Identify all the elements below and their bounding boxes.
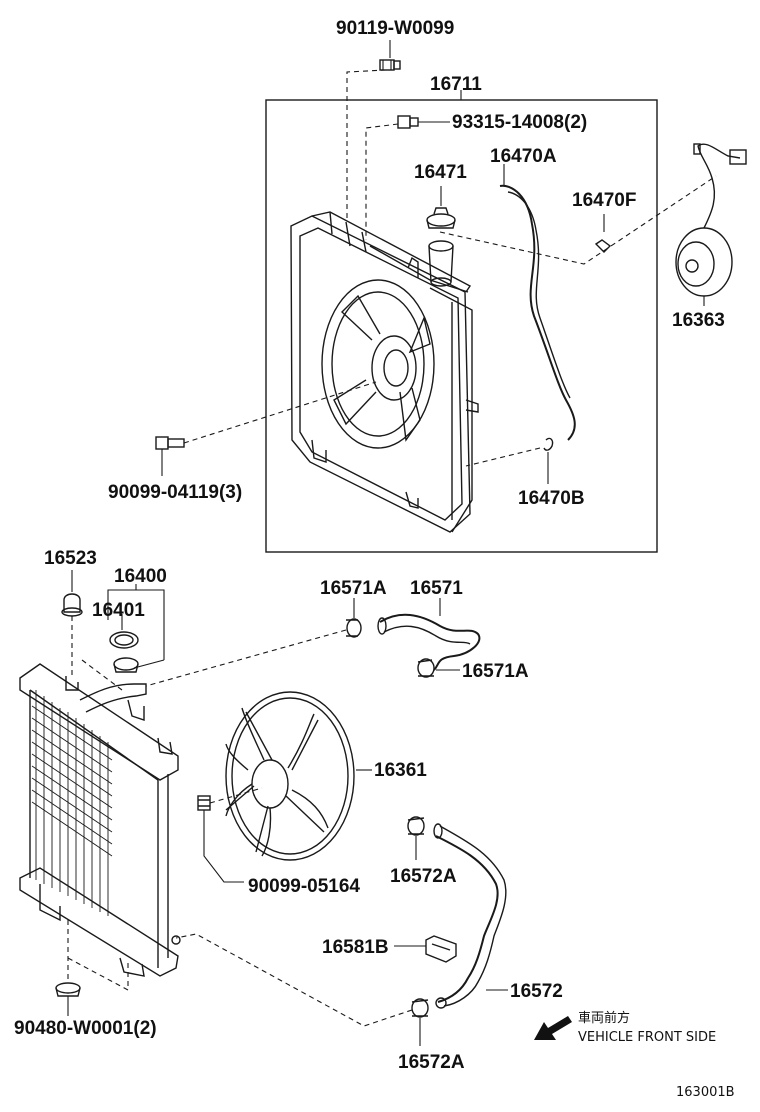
hose-clamp-16571a-top-icon [346, 618, 362, 638]
label-90480-w0001: 90480-W0001(2) [14, 1018, 157, 1039]
label-16571a-top: 16571A [320, 578, 387, 599]
label-93315-14008: 93315-14008(2) [452, 112, 587, 133]
label-16571a-bottom: 16571A [462, 661, 529, 682]
radiator-icon [19, 663, 181, 977]
hose-clamp-16572a-bottom-icon [411, 998, 429, 1018]
lower-cushion-icon [55, 982, 81, 997]
label-16400: 16400 [114, 566, 167, 587]
label-90099-04119: 90099-04119(3) [108, 482, 242, 503]
hose-clamp-16581b-icon [425, 935, 457, 963]
label-16401: 16401 [92, 600, 145, 621]
bolt-90119-icon [379, 59, 401, 71]
bolt-93315-icon [397, 115, 419, 129]
label-16363: 16363 [672, 310, 725, 331]
reservoir-cap-icon [426, 207, 456, 229]
overflow-hose-icon [499, 184, 576, 441]
label-16470f: 16470F [572, 190, 636, 211]
label-90099-05164: 90099-05164 [248, 876, 360, 897]
label-16572a-bottom: 16572A [398, 1052, 465, 1073]
fan-nut-icon [197, 795, 211, 811]
cooling-fan-icon [225, 691, 355, 861]
label-16470a: 16470A [490, 146, 557, 167]
filler-cap-icon [113, 657, 139, 673]
label-16572a-top: 16572A [390, 866, 457, 887]
fan-motor-icon [675, 143, 747, 297]
label-16711: 16711 [430, 74, 482, 95]
label-16361: 16361 [374, 760, 427, 781]
lower-radiator-hose-icon [433, 823, 507, 1009]
label-16581b: 16581B [322, 937, 389, 958]
hose-clamp-16571a-bottom-icon [417, 658, 435, 678]
hose-clamp-16572a-top-icon [407, 816, 425, 836]
figure-id: 163001B [676, 1085, 735, 1100]
label-16571: 16571 [410, 578, 463, 599]
direction-label-en: VEHICLE FRONT SIDE [578, 1030, 716, 1045]
label-16471: 16471 [414, 162, 467, 183]
fan-shroud-icon [290, 211, 479, 533]
label-16572: 16572 [510, 981, 563, 1002]
hose-clip-16470b-icon [543, 437, 554, 451]
bolt-90099-04119-icon [155, 436, 185, 450]
hose-clip-16470f-icon [594, 239, 612, 253]
radiator-cushion-icon [61, 593, 83, 617]
upper-radiator-hose-icon [377, 613, 481, 671]
label-90119-w0099: 90119-W0099 [336, 18, 454, 39]
vehicle-front-arrow-icon [534, 1016, 572, 1040]
radiator-cap-icon [109, 631, 139, 649]
label-16470b: 16470B [518, 488, 585, 509]
label-16523: 16523 [44, 548, 97, 569]
direction-label-jp: 車両前方 [578, 1010, 630, 1026]
